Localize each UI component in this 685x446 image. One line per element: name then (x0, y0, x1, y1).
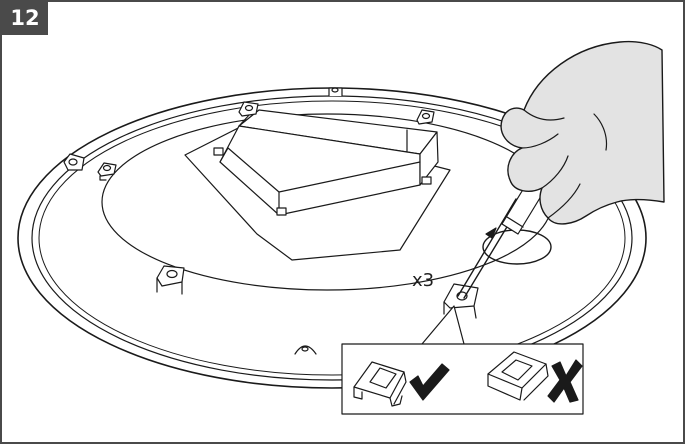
callout-pointer (421, 305, 465, 345)
mounting-clip-upper-left (97, 162, 117, 181)
mounting-clip-top-right (416, 109, 435, 125)
hand-illustration (500, 40, 665, 225)
screwdriver (457, 177, 547, 299)
mounting-clip-left (63, 153, 85, 171)
mounting-lug-top (328, 87, 343, 97)
step-number-badge: 12 (2, 2, 48, 35)
mounting-lug-bottom (294, 345, 317, 355)
check-mark-icon (409, 363, 450, 401)
clip-correct-orientation (353, 361, 407, 407)
quantity-label: x3 (412, 270, 435, 291)
clip-incorrect-orientation (487, 351, 549, 401)
cross-mark-icon (547, 359, 583, 403)
mounting-clip-bottom-left (156, 265, 185, 295)
mounting-clip-top (238, 101, 259, 117)
driver-box (213, 109, 439, 216)
